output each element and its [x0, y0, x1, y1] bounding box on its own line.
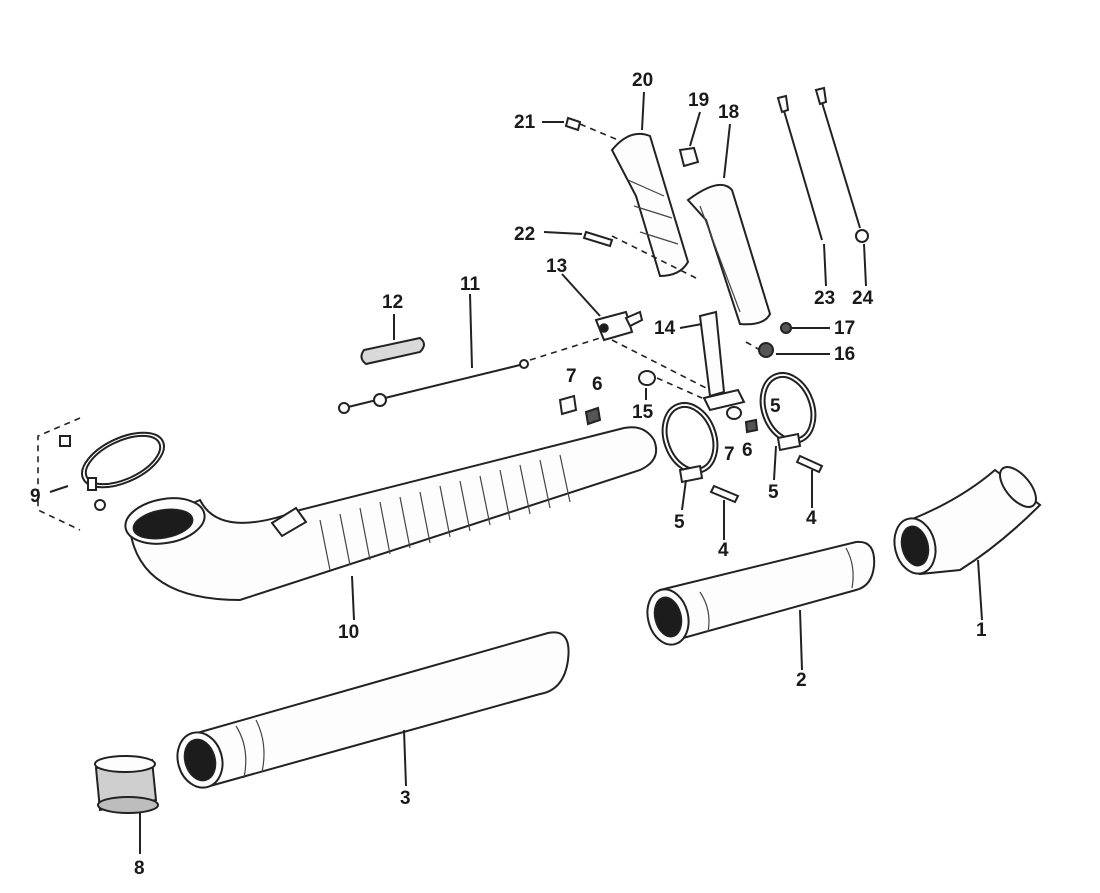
callout-22: 22 [514, 224, 535, 245]
part-23-24-rods [776, 86, 869, 243]
callout-8: 8 [134, 858, 145, 879]
callout-12: 12 [382, 292, 403, 313]
callout-20: 20 [632, 70, 653, 91]
callout-9: 9 [30, 486, 41, 507]
part-1-bent-tube [893, 466, 1042, 576]
callout-16: 16 [834, 344, 855, 365]
callout-19: 19 [688, 90, 709, 111]
callout-1: 1 [976, 620, 987, 641]
part-21-22-screws [564, 116, 614, 248]
part-2-tube [646, 540, 876, 646]
part-4-screws [709, 454, 824, 504]
callout-5b: 5 [768, 482, 779, 503]
part-8-ring [94, 755, 159, 814]
callout-4b: 4 [806, 508, 817, 529]
part-15-nut [638, 370, 703, 399]
callout-6b: 6 [742, 440, 753, 461]
part-18-handle-half [686, 183, 772, 326]
part-3-long-tube [176, 631, 570, 789]
callout-6a: 6 [592, 374, 603, 395]
callout-5a: 5 [674, 512, 685, 533]
part-13-switch [594, 310, 711, 391]
part-12-sleeve [360, 336, 425, 366]
part-11-cable [338, 337, 601, 414]
part-20-handle-half [579, 123, 701, 281]
callout-4a: 4 [718, 540, 729, 561]
callout-7a: 7 [566, 366, 577, 387]
callout-11: 11 [460, 274, 481, 295]
callout-24: 24 [852, 288, 874, 309]
callout-3: 3 [400, 788, 411, 809]
callout-14: 14 [654, 318, 676, 339]
part-9-clamp [37, 417, 165, 531]
part-16-17 [745, 322, 792, 358]
callout-7b: 7 [724, 444, 735, 465]
part-14-handle-tube [698, 310, 746, 412]
callout-5c: 5 [770, 396, 781, 417]
callout-13: 13 [546, 256, 567, 277]
callout-15: 15 [632, 402, 654, 423]
part-10-corrugated-hose [124, 426, 658, 602]
callout-23: 23 [814, 288, 835, 309]
leader-lines [139, 91, 983, 854]
callouts: 1 2 3 4 4 5 5 5 6 6 7 7 8 9 10 11 12 13 … [30, 70, 987, 879]
part-7-6-right [726, 406, 759, 434]
part-19-clip [678, 146, 700, 168]
callout-21: 21 [514, 112, 536, 133]
callout-17: 17 [834, 318, 855, 339]
callout-10: 10 [338, 622, 359, 643]
part-7-6-left [558, 394, 602, 426]
callout-2: 2 [796, 670, 807, 691]
part-5-clamps [661, 372, 817, 484]
callout-18: 18 [718, 102, 739, 123]
